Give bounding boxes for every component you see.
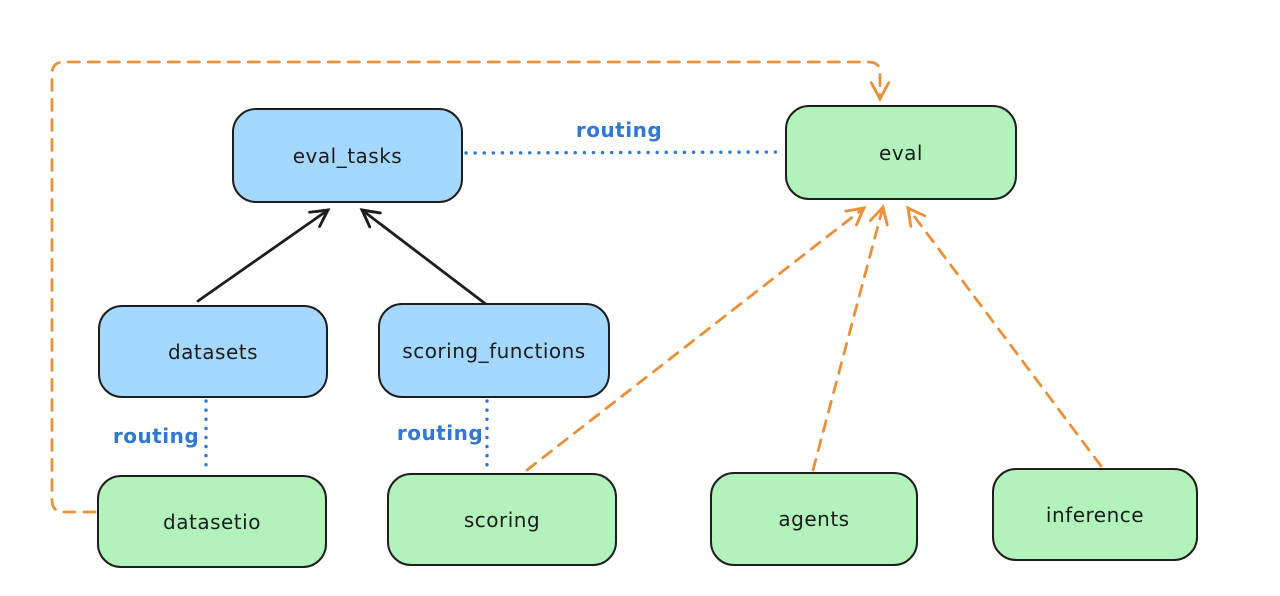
edge-label-routing-top: routing bbox=[575, 118, 663, 142]
edge-inference-to-eval bbox=[906, 205, 1103, 468]
node-scoring: scoring bbox=[387, 473, 617, 566]
node-eval: eval bbox=[785, 105, 1017, 200]
edge-eval-tasks-to-eval-routing bbox=[464, 150, 785, 155]
edge-scoring-functions-to-eval-tasks bbox=[359, 208, 489, 307]
node-inference: inference bbox=[992, 468, 1198, 561]
node-datasetio: datasetio bbox=[97, 475, 327, 568]
edge-label-routing-middle: routing bbox=[396, 421, 484, 445]
edge-agents-to-eval bbox=[811, 204, 889, 472]
node-scoring-functions: scoring_functions bbox=[378, 303, 610, 398]
edge-label-routing-left: routing bbox=[112, 424, 200, 448]
node-datasets: datasets bbox=[98, 305, 328, 398]
node-eval-tasks: eval_tasks bbox=[232, 108, 463, 203]
node-agents: agents bbox=[710, 472, 918, 566]
edge-datasets-to-eval-tasks bbox=[196, 208, 331, 303]
edge-scoring-to-eval bbox=[525, 206, 867, 472]
edge-datasetio-to-eval bbox=[50, 60, 891, 514]
